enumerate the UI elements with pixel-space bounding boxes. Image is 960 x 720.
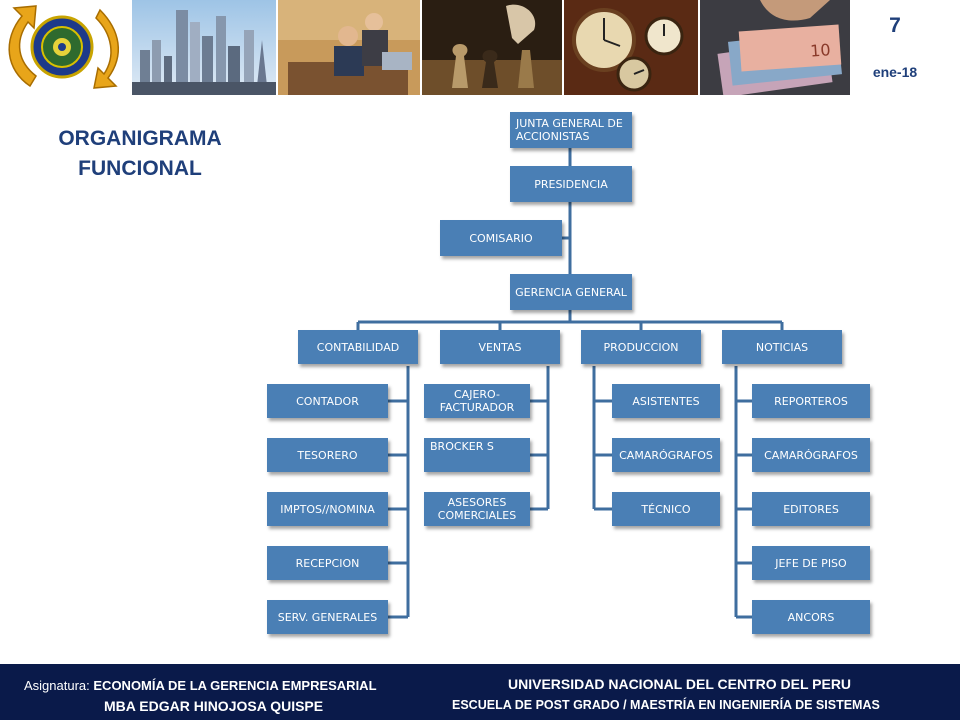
node-imptos-nomina: IMPTOS//NOMINA bbox=[267, 492, 388, 526]
node-camarografos-produccion: CAMARÓGRAFOS bbox=[612, 438, 720, 472]
page-number: 7 bbox=[889, 14, 901, 37]
node-serv-generales: SERV. GENERALES bbox=[267, 600, 388, 634]
footer-subject-label: Asignatura: bbox=[24, 678, 90, 693]
business-people-photo bbox=[278, 0, 420, 95]
header-banner: 10 7 ene-18 bbox=[0, 0, 960, 96]
node-contabilidad: CONTABILIDAD bbox=[298, 330, 418, 364]
node-camarografos-noticias: CAMARÓGRAFOS bbox=[752, 438, 870, 472]
title-line-1: ORGANIGRAMA bbox=[58, 127, 222, 150]
node-asesores-comerciales: ASESORES COMERCIALES bbox=[424, 492, 530, 526]
footer-university: UNIVERSIDAD NACIONAL DEL CENTRO DEL PERU bbox=[508, 676, 852, 692]
node-jefe-de-piso: JEFE DE PISO bbox=[752, 546, 870, 580]
node-gerencia-general: GERENCIA GENERAL bbox=[510, 274, 632, 310]
footer-bar: Asignatura: ECONOMÍA DE LA GERENCIA EMPR… bbox=[0, 664, 960, 720]
node-noticias: NOTICIAS bbox=[722, 330, 842, 364]
node-produccion: PRODUCCION bbox=[581, 330, 701, 364]
footer-subject: Asignatura: ECONOMÍA DE LA GERENCIA EMPR… bbox=[24, 678, 377, 693]
clocks-photo bbox=[564, 0, 698, 95]
node-junta-general: JUNTA GENERAL DE ACCIONISTAS bbox=[510, 112, 632, 148]
footer-teacher: MBA EDGAR HINOJOSA QUISPE bbox=[104, 698, 324, 714]
city-skyline-photo bbox=[132, 0, 276, 95]
money-photo: 10 bbox=[700, 0, 850, 95]
node-cajero-facturador: CAJERO-FACTURADOR bbox=[424, 384, 530, 418]
university-logo-icon bbox=[8, 5, 120, 89]
node-ventas: VENTAS bbox=[440, 330, 560, 364]
node-ancors: ANCORS bbox=[752, 600, 870, 634]
node-tesorero: TESORERO bbox=[267, 438, 388, 472]
node-editores: EDITORES bbox=[752, 492, 870, 526]
page-indicator: 7 ene-18 bbox=[852, 0, 938, 93]
node-contador: CONTADOR bbox=[267, 384, 388, 418]
chess-photo bbox=[422, 0, 562, 95]
node-presidencia: PRESIDENCIA bbox=[510, 166, 632, 202]
title-line-2: FUNCIONAL bbox=[78, 157, 202, 180]
node-reporteros: REPORTEROS bbox=[752, 384, 870, 418]
node-comisario: COMISARIO bbox=[440, 220, 562, 256]
footer-subject-name: ECONOMÍA DE LA GERENCIA EMPRESARIAL bbox=[93, 678, 377, 693]
node-tecnico: TÉCNICO bbox=[612, 492, 720, 526]
node-asistentes: ASISTENTES bbox=[612, 384, 720, 418]
page-title: ORGANIGRAMA FUNCIONAL bbox=[40, 124, 240, 184]
node-recepcion: RECEPCION bbox=[267, 546, 388, 580]
slide-date: ene-18 bbox=[872, 64, 918, 80]
footer-school: ESCUELA DE POST GRADO / MAESTRÍA EN INGE… bbox=[452, 698, 880, 712]
svg-text:10: 10 bbox=[810, 40, 832, 60]
node-brocker: BROCKER S bbox=[424, 438, 530, 472]
